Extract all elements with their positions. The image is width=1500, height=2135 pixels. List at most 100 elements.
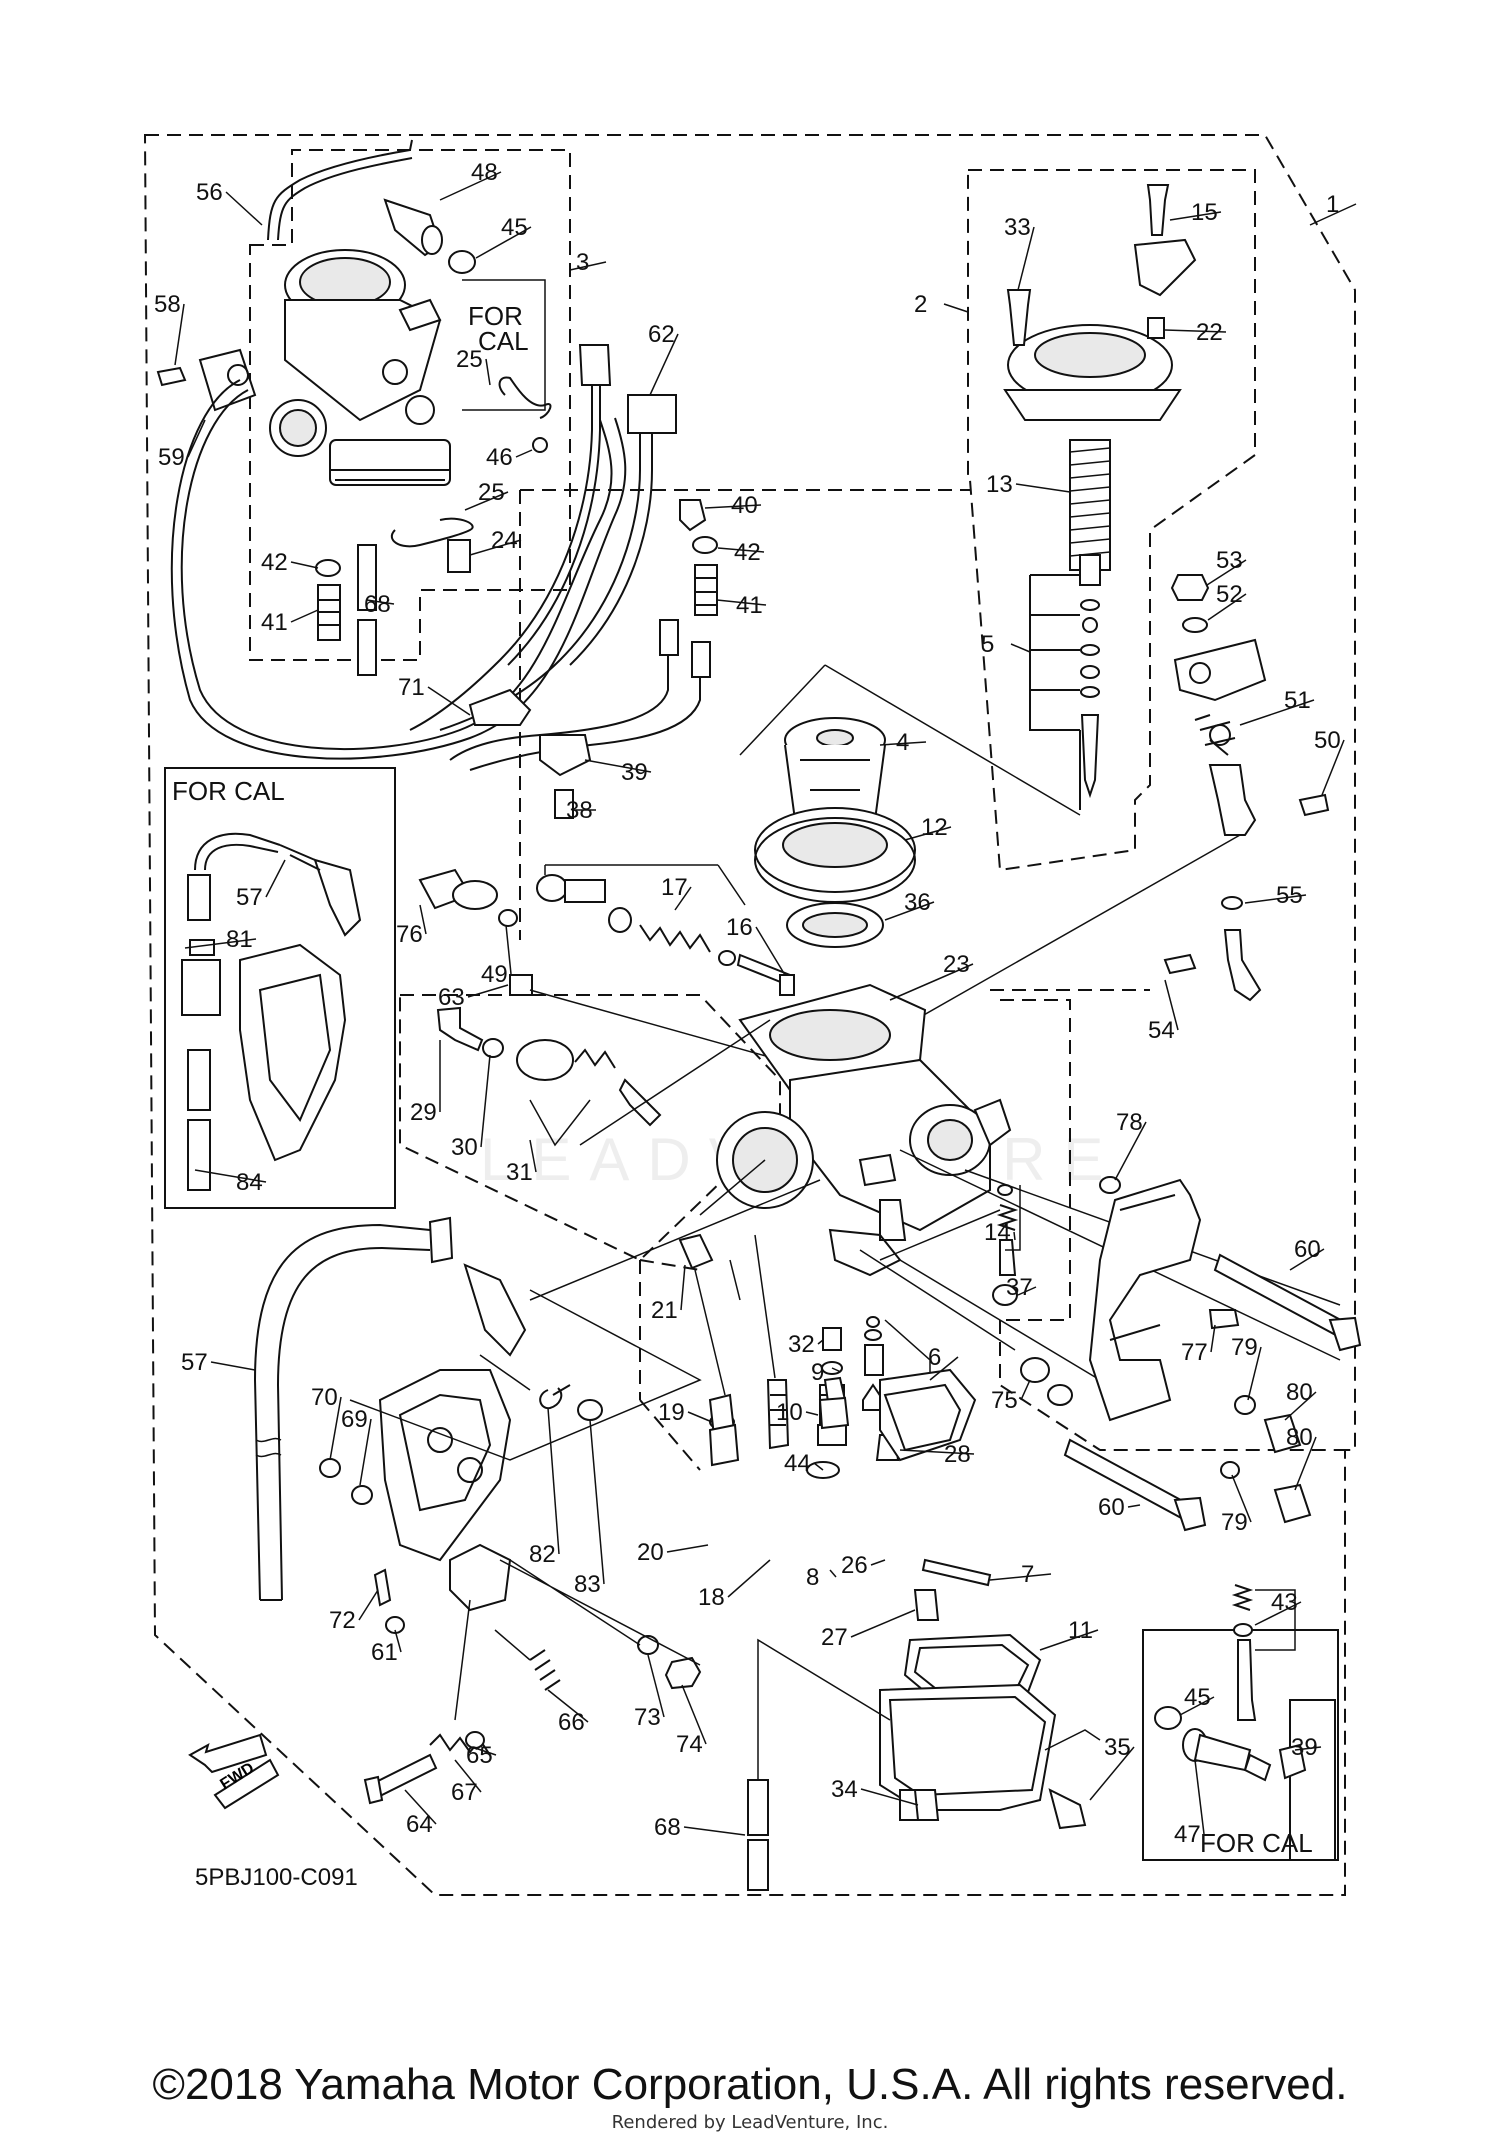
callout-57[interactable]: 57 [181, 1349, 208, 1376]
callout-1[interactable]: 1 [1326, 191, 1339, 218]
callout-73[interactable]: 73 [634, 1704, 661, 1731]
callout-16[interactable]: 16 [726, 914, 753, 941]
callout-41[interactable]: 41 [736, 592, 763, 619]
callout-21[interactable]: 21 [651, 1297, 678, 1324]
callout-39[interactable]: 39 [621, 759, 648, 786]
callout-83[interactable]: 83 [574, 1571, 601, 1598]
callout-57[interactable]: 57 [236, 884, 263, 911]
part-83-collar [577, 1399, 603, 1421]
callout-75[interactable]: 75 [991, 1387, 1018, 1414]
callout-20[interactable]: 20 [637, 1539, 664, 1566]
callout-28[interactable]: 28 [944, 1441, 971, 1468]
callout-65[interactable]: 65 [466, 1742, 493, 1769]
callout-72[interactable]: 72 [329, 1607, 356, 1634]
callout-74[interactable]: 74 [676, 1731, 703, 1758]
callout-19[interactable]: 19 [658, 1399, 685, 1426]
callout-leader-47 [1194, 1759, 1205, 1835]
callout-77[interactable]: 77 [1181, 1339, 1208, 1366]
callout-43[interactable]: 43 [1271, 1589, 1298, 1616]
callout-63[interactable]: 63 [438, 984, 465, 1011]
callout-45[interactable]: 45 [501, 214, 528, 241]
callout-4[interactable]: 4 [896, 729, 909, 756]
callout-32[interactable]: 32 [788, 1331, 815, 1358]
callout-25[interactable]: 25 [478, 479, 505, 506]
callout-46[interactable]: 46 [486, 444, 513, 471]
callout-24[interactable]: 24 [491, 527, 518, 554]
callout-30[interactable]: 30 [451, 1134, 478, 1161]
callout-82[interactable]: 82 [529, 1541, 556, 1568]
callout-15[interactable]: 15 [1191, 199, 1218, 226]
callout-40[interactable]: 40 [731, 492, 758, 519]
callout-14[interactable]: 14 [984, 1219, 1011, 1246]
callout-45[interactable]: 45 [1184, 1684, 1211, 1711]
callout-51[interactable]: 51 [1284, 687, 1311, 714]
callout-64[interactable]: 64 [406, 1811, 433, 1838]
callout-76[interactable]: 76 [396, 921, 423, 948]
callout-9[interactable]: 9 [811, 1359, 824, 1386]
callout-6[interactable]: 6 [928, 1344, 941, 1371]
callout-12[interactable]: 12 [921, 814, 948, 841]
callout-55[interactable]: 55 [1276, 882, 1303, 909]
callout-13[interactable]: 13 [986, 471, 1013, 498]
callout-26[interactable]: 26 [841, 1552, 868, 1579]
callout-54[interactable]: 54 [1148, 1017, 1175, 1044]
callout-48[interactable]: 48 [471, 159, 498, 186]
callout-33[interactable]: 33 [1004, 214, 1031, 241]
callout-34[interactable]: 34 [831, 1776, 858, 1803]
callout-79[interactable]: 79 [1221, 1509, 1248, 1536]
callout-49[interactable]: 49 [481, 961, 508, 988]
callout-37[interactable]: 37 [1006, 1274, 1033, 1301]
callout-2[interactable]: 2 [914, 291, 927, 318]
callout-52[interactable]: 52 [1216, 581, 1243, 608]
callout-80[interactable]: 80 [1286, 1424, 1313, 1451]
part-38-screw [554, 789, 574, 819]
callout-68[interactable]: 68 [364, 591, 391, 618]
callout-78[interactable]: 78 [1116, 1109, 1143, 1136]
part-4-piston [784, 717, 886, 821]
callout-23[interactable]: 23 [943, 951, 970, 978]
callout-81[interactable]: 81 [226, 926, 253, 953]
callout-50[interactable]: 50 [1314, 727, 1341, 754]
callout-39[interactable]: 39 [1291, 1734, 1318, 1761]
callout-8[interactable]: 8 [806, 1564, 819, 1591]
callout-10[interactable]: 10 [776, 1399, 803, 1426]
callout-3[interactable]: 3 [576, 249, 589, 276]
callout-60[interactable]: 60 [1098, 1494, 1125, 1521]
callout-27[interactable]: 27 [821, 1624, 848, 1651]
callout-79[interactable]: 79 [1231, 1334, 1258, 1361]
callout-44[interactable]: 44 [784, 1450, 811, 1477]
callout-53[interactable]: 53 [1216, 547, 1243, 574]
callout-84[interactable]: 84 [236, 1169, 263, 1196]
callout-80[interactable]: 80 [1286, 1379, 1313, 1406]
callout-7[interactable]: 7 [1021, 1561, 1034, 1588]
callout-29[interactable]: 29 [410, 1099, 437, 1126]
callout-11[interactable]: 11 [1068, 1617, 1093, 1644]
part-18-pilot-jet [766, 1379, 790, 1450]
callout-42[interactable]: 42 [261, 549, 288, 576]
callout-67[interactable]: 67 [451, 1779, 478, 1806]
callout-70[interactable]: 70 [311, 1384, 338, 1411]
callout-18[interactable]: 18 [698, 1584, 725, 1611]
callout-47[interactable]: 47 [1174, 1821, 1201, 1848]
callout-60[interactable]: 60 [1294, 1236, 1321, 1263]
callout-61[interactable]: 61 [371, 1639, 398, 1666]
callout-22[interactable]: 22 [1196, 319, 1223, 346]
callout-5[interactable]: 5 [981, 631, 994, 658]
callout-35[interactable]: 35 [1104, 1734, 1131, 1761]
callout-62[interactable]: 62 [648, 321, 675, 348]
callout-58[interactable]: 58 [154, 291, 181, 318]
callout-56[interactable]: 56 [196, 179, 223, 206]
callout-38[interactable]: 38 [566, 797, 593, 824]
callout-31[interactable]: 31 [506, 1159, 533, 1186]
callout-25[interactable]: 25 [456, 346, 483, 373]
callout-leader-54 [1164, 979, 1179, 1031]
callout-68[interactable]: 68 [654, 1814, 681, 1841]
callout-41[interactable]: 41 [261, 609, 288, 636]
callout-66[interactable]: 66 [558, 1709, 585, 1736]
callout-36[interactable]: 36 [904, 889, 931, 916]
callout-17[interactable]: 17 [661, 874, 688, 901]
callout-69[interactable]: 69 [341, 1406, 368, 1433]
callout-42[interactable]: 42 [734, 539, 761, 566]
callout-71[interactable]: 71 [398, 674, 425, 701]
callout-59[interactable]: 59 [158, 444, 185, 471]
